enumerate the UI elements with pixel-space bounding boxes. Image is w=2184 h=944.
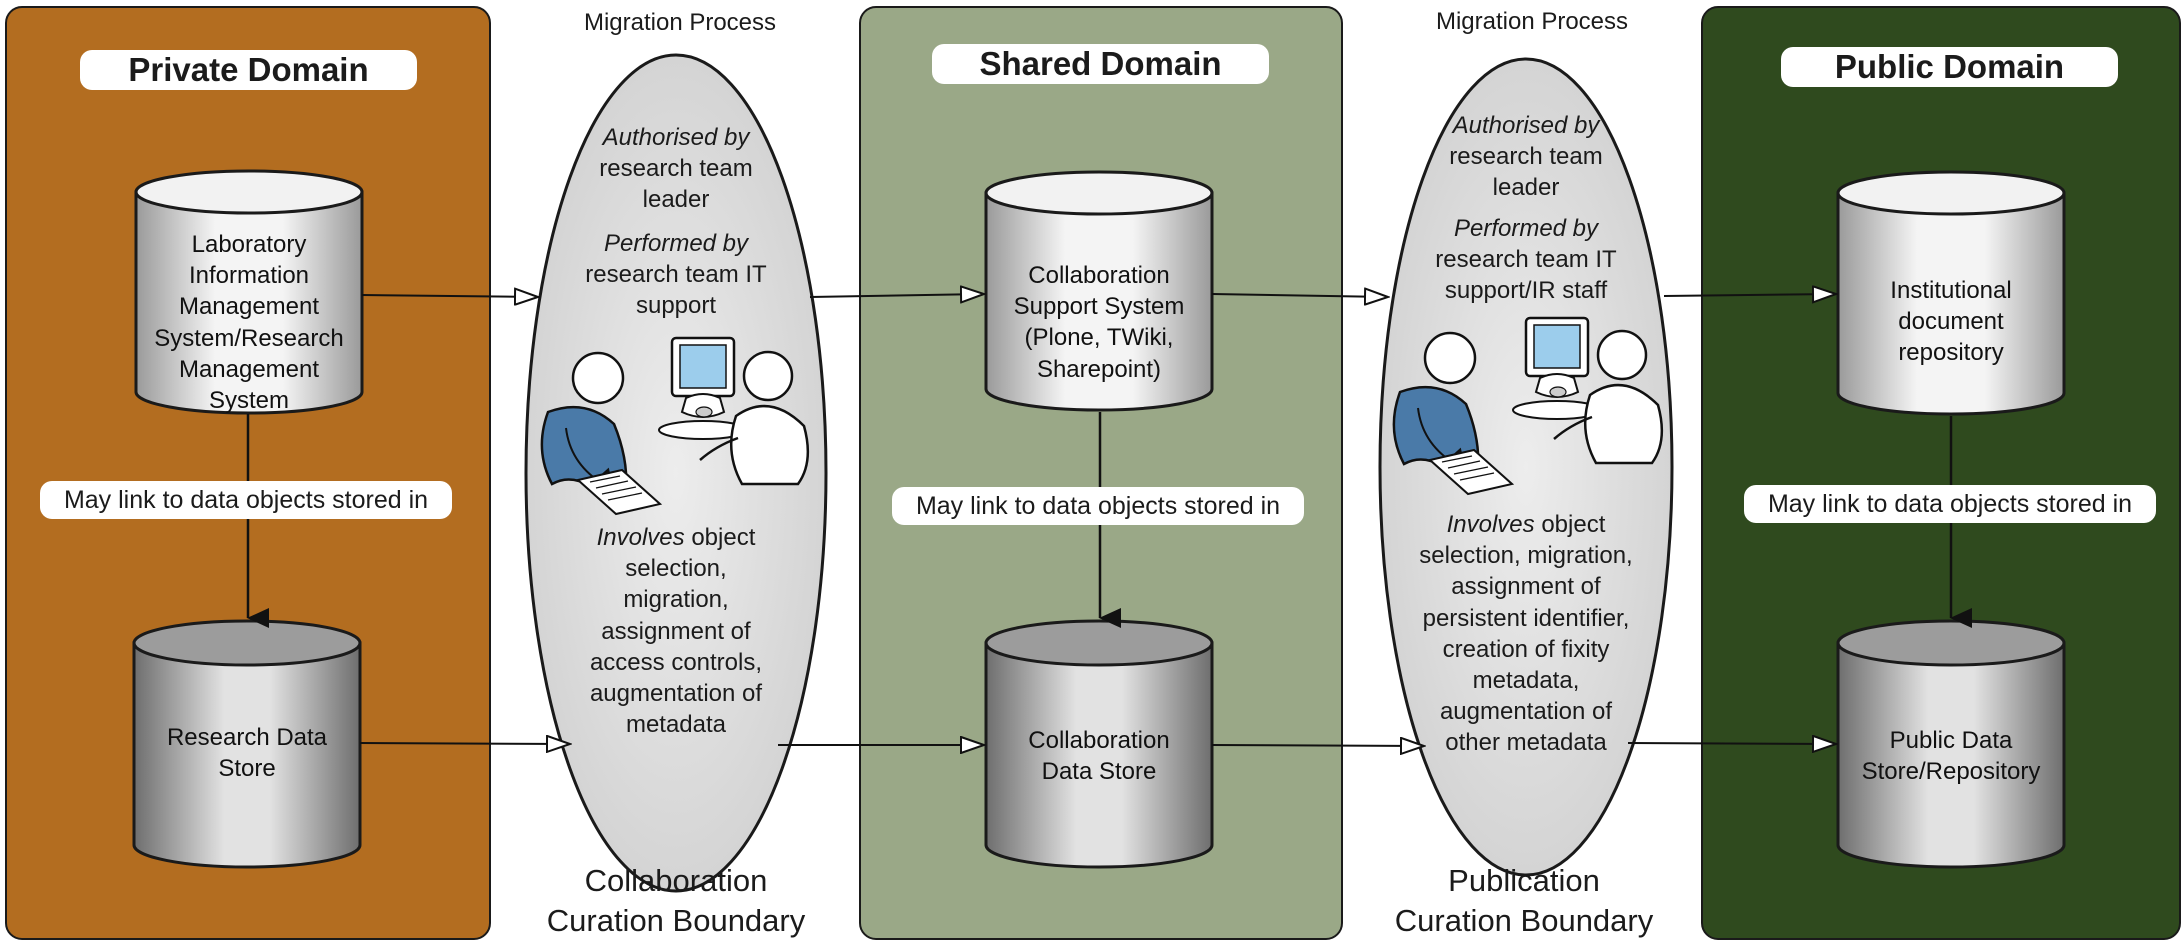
arrow-css-to-public-process xyxy=(1211,294,1388,297)
arrow-rds-to-collab-process xyxy=(359,743,570,744)
collab-support-system-label: Collaboration Support System (Plone, TWi… xyxy=(1013,262,1185,383)
collab-boundary-label: Collaboration Curation Boundary xyxy=(546,863,806,938)
private-link-label: May link to data objects stored in xyxy=(40,481,452,519)
writing-person-icon xyxy=(1392,331,1480,470)
arrow-public-process-to-ir xyxy=(1663,294,1836,296)
public-data-store-label: Public Data Store/Repository xyxy=(1861,727,2041,786)
research-data-store-cylinder xyxy=(132,619,362,869)
document-icon xyxy=(1427,448,1515,496)
lims-label: Laboratory Information Management System… xyxy=(154,231,344,414)
collab-involves-text: Involves object selection, migration, as… xyxy=(589,524,763,739)
public-domain-title: Public Domain xyxy=(1781,47,2118,87)
arrow-collab-process-to-css xyxy=(809,294,984,297)
collab-data-store-cylinder xyxy=(984,619,1214,869)
arrow-public-process-to-pds xyxy=(1627,743,1836,744)
research-data-store-label: Research Data Store xyxy=(166,724,328,783)
collab-data-store-label: Collaboration Data Store xyxy=(1028,727,1170,786)
lims-cylinder xyxy=(134,169,364,415)
private-domain-title: Private Domain xyxy=(80,50,417,90)
collab-people-illustration xyxy=(540,336,810,516)
public-data-store-cylinder xyxy=(1836,619,2066,869)
arrow-cds-to-public-process xyxy=(1211,745,1424,746)
publication-boundary-label: Publication Curation Boundary xyxy=(1394,863,1654,938)
public-link-label: May link to data objects stored in xyxy=(1744,485,2156,523)
collab-process-ellipse xyxy=(524,53,828,893)
collab-process-header: Migration Process xyxy=(583,9,777,36)
arrow-lims-to-collab-process xyxy=(361,295,538,297)
writing-person-icon xyxy=(540,351,628,490)
public-process-ellipse xyxy=(1378,57,1674,877)
shared-domain-title: Shared Domain xyxy=(932,44,1269,84)
seated-person-icon xyxy=(699,350,810,486)
institutional-repository-cylinder xyxy=(1836,170,2066,416)
computer-icon xyxy=(658,336,748,440)
shared-link-label: May link to data objects stored in xyxy=(892,487,1304,525)
public-people-illustration xyxy=(1392,316,1664,496)
document-icon xyxy=(575,468,663,516)
public-involves-text: Involves object selection, migration, as… xyxy=(1419,511,1633,757)
collab-support-system-cylinder xyxy=(984,170,1214,412)
public-process-header: Migration Process xyxy=(1435,8,1629,35)
institutional-repository-label: Institutional document repository xyxy=(1890,277,2012,367)
seated-person-icon xyxy=(1553,329,1664,465)
computer-icon xyxy=(1512,316,1602,420)
